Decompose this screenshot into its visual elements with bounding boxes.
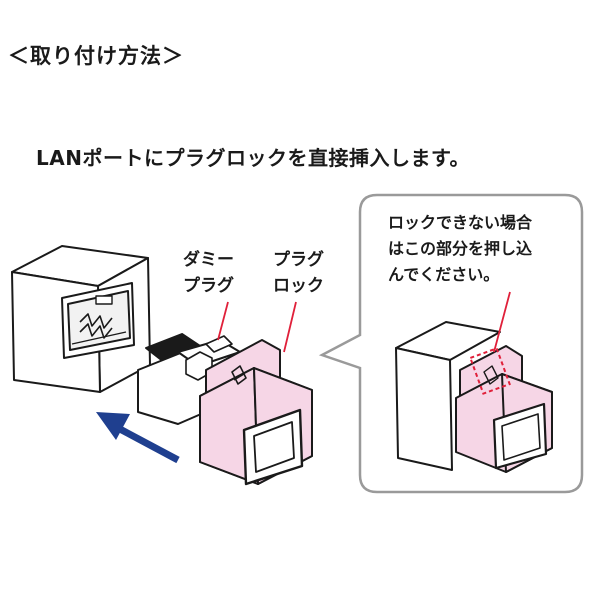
instruction-text: LANポートにプラグロックを直接挿入します。 <box>36 146 470 170</box>
callout-line: ロックできない場合 <box>388 213 533 232</box>
press-area-highlight <box>469 347 511 395</box>
plug-lock-leader <box>283 301 297 353</box>
dummy-plug-label-line: プラグ <box>183 276 234 296</box>
plug-lock-label-line: ロック <box>273 276 324 296</box>
callout-line: はこの部分を押し込 <box>388 239 533 258</box>
plug-lock-label: プラグ ロック <box>273 247 324 299</box>
section-heading: ＜取り付け方法＞ <box>8 44 184 68</box>
callout-line: んでください。 <box>388 265 500 284</box>
plug-lock-illustration <box>137 333 313 486</box>
callout-text: ロックできない場合 はこの部分を押し込 んでください。 <box>388 210 532 288</box>
callout-leader <box>493 291 511 353</box>
lan-port-illustration <box>11 245 151 393</box>
dummy-plug-leader <box>217 301 229 341</box>
dummy-plug-label-line: ダミー <box>183 250 234 270</box>
dummy-plug-label: ダミー プラグ <box>183 247 234 299</box>
callout-illustration <box>395 321 553 473</box>
insert-direction-arrow <box>96 412 180 464</box>
plug-lock-label-line: プラグ <box>273 250 324 270</box>
